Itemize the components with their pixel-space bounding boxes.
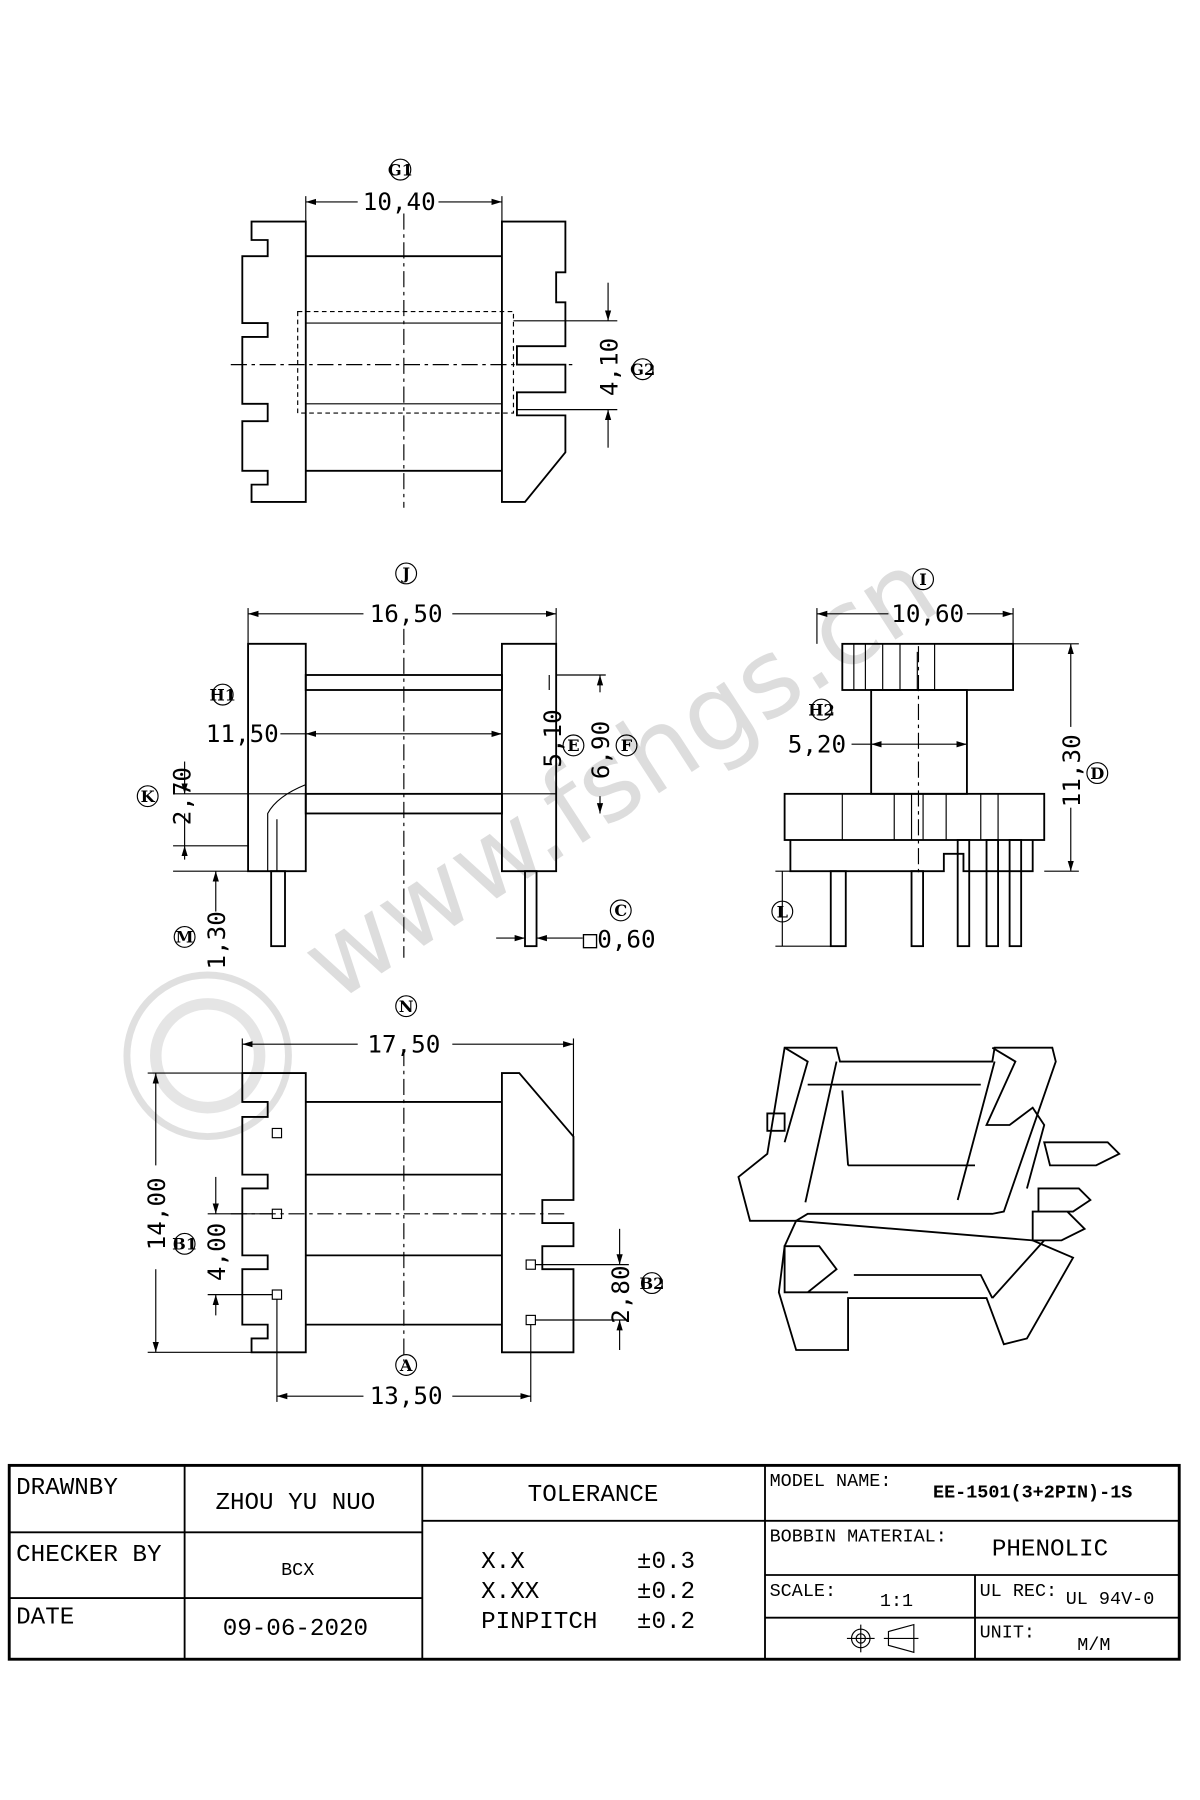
dim-b1: 4,00 (203, 1223, 231, 1281)
scale-value: 1:1 (880, 1591, 913, 1612)
dim-g2: 4,10 (595, 338, 623, 396)
tolerance-value: ±0.2 (637, 1609, 695, 1636)
label-m: M (176, 928, 194, 947)
label-a: A (399, 1356, 413, 1375)
dim-b2: 2,80 (607, 1265, 635, 1323)
label-d: D (1090, 764, 1104, 783)
label-b2: B2 (639, 1274, 664, 1293)
tolerance-header: TOLERANCE (528, 1482, 659, 1509)
label-j: J (400, 564, 410, 583)
material-value: PHENOLIC (992, 1536, 1108, 1563)
label-n: N (399, 997, 414, 1016)
bottom-view: 17,50 N 14,00 4,00 B1 2,80 B2 13,50 A (143, 995, 664, 1410)
dim-a: 13,50 (370, 1382, 443, 1410)
dim-outer: 14,00 (143, 1177, 171, 1250)
projection-symbol-icon (846, 1623, 919, 1654)
model-value: EE-1501(3+2PIN)-1S (933, 1483, 1132, 1504)
model-label: MODEL NAME: (770, 1471, 892, 1492)
tolerance-key: PINPITCH (481, 1609, 597, 1636)
side-view: 10,60 I 5,20 H2 11,30 D L (771, 568, 1109, 948)
dim-m: 1,30 (203, 911, 231, 969)
unit-value: M/M (1077, 1635, 1110, 1656)
tolerance-value: ±0.2 (637, 1579, 695, 1606)
label-i: I (919, 570, 927, 589)
label-b1: B1 (172, 1235, 197, 1254)
label-k: K (141, 787, 156, 806)
dim-h1: 11,50 (206, 720, 279, 748)
scale-label: SCALE: (770, 1581, 836, 1602)
dim-e: 5,10 (539, 709, 567, 767)
label-h1: H1 (209, 685, 235, 704)
dim-n: 17,50 (367, 1030, 440, 1058)
label-l: L (777, 902, 788, 921)
tolerance-key: X.XX (481, 1579, 540, 1606)
label-g2: G2 (630, 360, 655, 379)
material-label: BOBBIN MATERIAL: (770, 1527, 947, 1548)
unit-label: UNIT: (980, 1622, 1035, 1643)
label-e: E (567, 736, 579, 755)
label-h2: H2 (808, 700, 834, 719)
dim-j: 16,50 (370, 600, 443, 628)
dim-c: □0,60 (583, 925, 656, 953)
ul-label: UL REC: (980, 1581, 1058, 1602)
label-g1: G1 (388, 160, 413, 179)
drawn-by-label: DRAWNBY (16, 1475, 118, 1502)
dim-g1: 10,40 (363, 188, 436, 216)
tolerance-value: ±0.3 (637, 1549, 695, 1576)
tolerance-key: X.X (481, 1549, 525, 1576)
ul-value: UL 94V-0 (1066, 1589, 1155, 1610)
checker-label: CHECKER BY (16, 1542, 162, 1569)
dim-d: 11,30 (1058, 734, 1086, 807)
dim-i: 10,60 (891, 600, 964, 628)
title-block: DRAWNBY ZHOU YU NUO CHECKER BY BCX DATE … (7, 1463, 1181, 1661)
top-view: 10,40 G1 4,10 G2 (230, 158, 655, 508)
front-view: 16,50 J 11,50 H1 5,10 E 6,90 F 2,70 K 1,… (136, 562, 656, 970)
label-f: F (621, 736, 633, 755)
label-c: C (614, 901, 627, 920)
date-label: DATE (16, 1604, 74, 1631)
dim-f: 6,90 (587, 721, 615, 779)
drawn-by-value: ZHOU YU NUO (215, 1490, 375, 1517)
dim-h2: 5,20 (788, 730, 846, 758)
checker-value: BCX (281, 1560, 314, 1581)
date-value: 09-06-2020 (223, 1616, 368, 1643)
watermark: www.fshgs.cn (123, 526, 958, 1140)
isometric-view (737, 1046, 1121, 1351)
dim-k: 2,70 (168, 767, 196, 825)
